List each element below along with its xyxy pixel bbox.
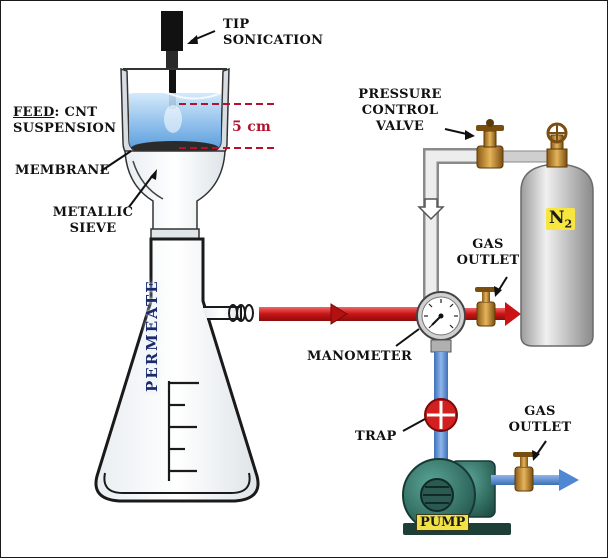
tip-label-arrow [187, 30, 216, 44]
metallic-sieve-label: METALLIC SIEVE [51, 205, 135, 237]
gas-outlet-top-line-2: OUTLET [456, 253, 520, 268]
valve-pointer [444, 128, 475, 140]
pcv-line-1: PRESSURE [358, 87, 442, 102]
metallic-sieve-line-2: SIEVE [69, 221, 117, 236]
sonicator-tip [161, 11, 183, 109]
gas-outlet-bottom-line-1: GAS [524, 404, 556, 419]
gas-outlet-bottom-label: GAS OUTLET [505, 404, 575, 436]
gas-outlet-top-label: GAS OUTLET [453, 237, 523, 269]
manometer-pointer [395, 328, 420, 347]
height-dimension-lines [179, 103, 276, 149]
manometer-label: MANOMETER [307, 349, 413, 364]
gas-outlet-top-line-1: GAS [472, 237, 504, 252]
height-label: 5 cm [232, 119, 272, 135]
feed-label: FEED: CNT SUSPENSION [13, 105, 116, 137]
permeate-label: PERMEATE [143, 279, 161, 392]
manometer-gauge [416, 291, 466, 353]
pressure-control-valve-label: PRESSURE CONTROL VALVE [345, 87, 455, 135]
pump-label: PUMP [416, 514, 470, 531]
pcv-line-2: CONTROL [361, 103, 439, 118]
filter-flask [94, 237, 260, 503]
membrane-pointer [100, 150, 132, 172]
trap-label: TRAP [355, 429, 397, 444]
metallic-sieve-line-1: METALLIC [52, 205, 134, 220]
feed-rest: : CNT [54, 105, 98, 120]
nitrogen-symbol: N [549, 208, 565, 228]
feed-line-1: FEED: CNT [13, 105, 116, 121]
gas-outlet-top-pointer [494, 276, 508, 297]
pcv-line-3: VALVE [375, 119, 425, 134]
membrane-label: MEMBRANE [15, 163, 110, 178]
tip-sonication-label: TIP SONICATION [223, 17, 323, 49]
gas-outlet-bottom [491, 452, 579, 492]
nitrogen-subscript: 2 [564, 217, 573, 231]
trap-pointer [402, 418, 426, 432]
tip-sonication-line-1: TIP [223, 17, 250, 32]
feed-line-2: SUSPENSION [13, 121, 117, 136]
gas-outlet-bottom-line-2: OUTLET [508, 420, 572, 435]
gas-outlet-valve-top [475, 287, 497, 327]
tip-sonication-line-2: SONICATION [223, 33, 324, 48]
feed-word: FEED [13, 105, 55, 120]
trap [424, 398, 458, 432]
sieve-pointer [128, 169, 157, 208]
nitrogen-label: N2 [546, 208, 576, 231]
gas-outlet-bottom-pointer [532, 440, 547, 461]
pressure-control-valve [476, 119, 504, 169]
